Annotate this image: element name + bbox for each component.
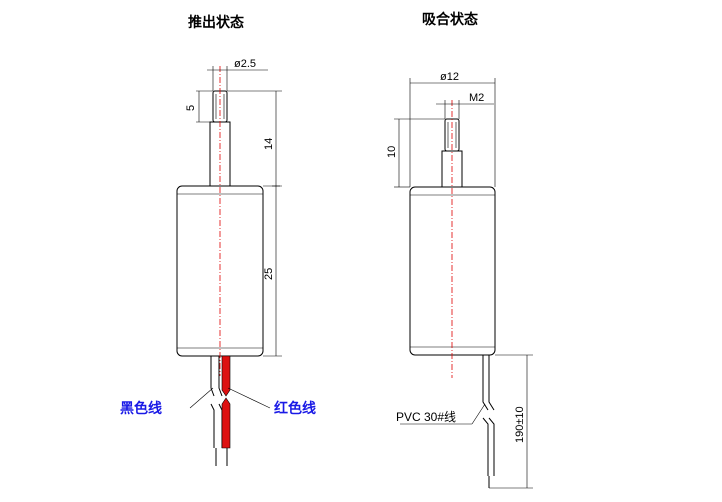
pvc-wire-upper xyxy=(482,355,489,411)
right-solenoid xyxy=(409,100,496,378)
dim-right-diameter: ø12 xyxy=(440,71,459,83)
leader-red xyxy=(227,387,271,409)
dim-left-diameter: ø2.5 xyxy=(234,58,256,70)
pvc-wire-lower xyxy=(482,417,489,476)
black-wire-upper xyxy=(210,356,215,397)
dim-right-lead: 190±10 xyxy=(514,406,526,443)
right-body xyxy=(409,186,496,356)
right-dimensions: ø12 M2 10 190±10 xyxy=(386,71,533,489)
dim-left-thread: 5 xyxy=(185,105,197,111)
leader-pvc xyxy=(471,403,486,425)
pvc-wire-upper xyxy=(488,355,495,411)
black-wire-lower xyxy=(218,403,223,448)
left-solenoid xyxy=(176,66,264,376)
leader-black xyxy=(189,387,214,409)
right-wire xyxy=(482,355,495,488)
left-wires xyxy=(210,355,231,466)
label-pvc-wire: PVC 30#线 xyxy=(396,410,456,424)
black-wire-lower xyxy=(210,403,215,448)
pvc-wire-lower xyxy=(488,417,495,476)
left-thread-tip xyxy=(212,90,228,123)
dim-right-thread: M2 xyxy=(469,92,484,104)
dim-right-shaft: 10 xyxy=(386,146,398,158)
title-pushed-out: 推出状态 xyxy=(188,14,244,31)
left-dimensions: ø2.5 5 14 25 xyxy=(185,58,282,357)
red-wire-lower xyxy=(221,397,231,449)
dim-left-body: 25 xyxy=(263,268,275,280)
label-red-wire: 红色线 xyxy=(274,400,316,417)
dim-left-shaft: 14 xyxy=(263,138,275,150)
red-wire-upper xyxy=(221,355,231,397)
label-black-wire: 黑色线 xyxy=(120,400,162,417)
title-retracted: 吸合状态 xyxy=(422,11,478,28)
black-wire-upper xyxy=(218,356,223,397)
